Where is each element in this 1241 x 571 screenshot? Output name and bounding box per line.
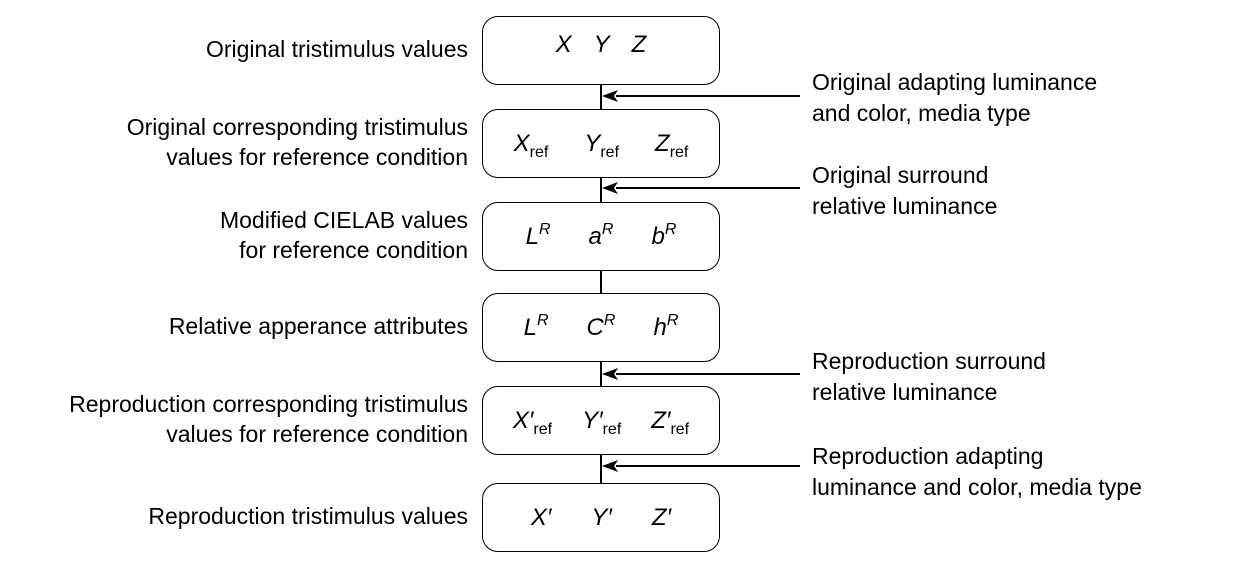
condition-label-reproduction-adapting: Reproduction adapting luminance and color… xyxy=(812,441,1232,503)
flow-connector xyxy=(600,85,602,109)
symbol-base: Y xyxy=(584,129,601,157)
symbol-base: X xyxy=(513,129,530,157)
arrowhead-original-adapting xyxy=(602,90,618,102)
condition-label-line: Original surround xyxy=(812,162,989,188)
symbol-base: b xyxy=(651,222,665,250)
stage-label-line: Original corresponding tristimulus xyxy=(126,113,468,140)
arrowhead-original-surround xyxy=(602,182,618,194)
condition-label-line: relative luminance xyxy=(812,379,998,405)
symbol-base: Y xyxy=(593,31,610,58)
stage-symbol: Z′ref xyxy=(651,406,690,438)
stage-symbol: X xyxy=(556,31,572,59)
stage-label-line: values for reference condition xyxy=(166,143,468,170)
condition-label-original-adapting: Original adapting luminance and color, me… xyxy=(812,67,1232,129)
stage-label-line: for reference condition xyxy=(239,236,468,263)
flow-connector xyxy=(600,455,602,483)
stage-symbol: Yref xyxy=(584,129,620,161)
symbol-base: Z′ xyxy=(651,406,671,434)
symbol-subscript: ref xyxy=(533,420,553,438)
stage-symbol: X′ref xyxy=(512,406,553,438)
symbol-subscript: ref xyxy=(670,420,690,438)
stage-label-modified-cielab: Modified CIELAB values for reference cond… xyxy=(8,205,468,265)
symbol-superscript: R xyxy=(601,220,614,238)
symbol-base: X xyxy=(555,31,572,58)
stage-label-original-corresponding: Original corresponding tristimulus values… xyxy=(8,112,468,172)
stage-label-line: values for reference condition xyxy=(166,420,468,447)
stage-label-relative-appearance: Relative apperance attributes xyxy=(8,311,468,341)
symbol-superscript: R xyxy=(666,311,679,329)
symbol-superscript: R xyxy=(536,311,549,329)
stage-symbol: Y′ref xyxy=(582,406,622,438)
stage-label-line: Modified CIELAB values xyxy=(219,206,468,233)
condition-label-line: Reproduction surround xyxy=(812,348,1046,374)
symbol-superscript: R xyxy=(603,311,616,329)
symbol-base: a xyxy=(588,222,602,250)
symbol-superscript: R xyxy=(664,220,677,238)
condition-label-line: Original adapting luminance xyxy=(812,69,1098,95)
symbol-base: L xyxy=(525,222,539,250)
flow-connector xyxy=(600,271,602,293)
symbol-base: C xyxy=(586,313,604,341)
stage-label-original-tristimulus: Original tristimulus values xyxy=(8,34,468,64)
condition-label-line: Reproduction adapting xyxy=(812,443,1044,469)
stage-box-reproduction-tristimulus: X′ Y′ Z′ xyxy=(482,483,720,552)
stage-symbol: Zref xyxy=(655,129,689,161)
symbol-base: Y′ xyxy=(582,406,603,434)
arrowhead-reproduction-adapting xyxy=(602,460,618,472)
stage-symbol: LR xyxy=(525,220,551,251)
stage-symbol: Y′ xyxy=(591,504,612,532)
symbol-base: Z′ xyxy=(651,503,672,531)
stage-symbol: Z xyxy=(632,31,647,59)
arrowhead-reproduction-surround xyxy=(602,368,618,380)
stage-symbol: X′ xyxy=(531,504,552,532)
symbol-base: Z xyxy=(655,129,670,157)
symbol-base: h xyxy=(653,313,667,341)
condition-label-line: relative luminance xyxy=(812,193,998,219)
stage-label-line: Relative apperance attributes xyxy=(168,312,468,339)
symbol-subscript: ref xyxy=(529,143,549,161)
condition-label-reproduction-surround: Reproduction surround relative luminance xyxy=(812,346,1232,408)
flow-connector xyxy=(600,178,602,202)
symbol-base: Y′ xyxy=(591,503,612,531)
stage-label-reproduction-tristimulus: Reproduction tristimulus values xyxy=(8,501,468,531)
condition-label-original-surround: Original surround relative luminance xyxy=(812,160,1232,222)
symbol-superscript: R xyxy=(538,220,551,238)
stage-symbol: aR xyxy=(588,220,614,251)
condition-label-line: and color, media type xyxy=(812,100,1031,126)
symbol-base: L xyxy=(523,313,537,341)
symbol-subscript: ref xyxy=(602,420,622,438)
stage-symbol: CR xyxy=(586,311,616,342)
stage-symbol: Xref xyxy=(513,129,549,161)
stage-symbol: Z′ xyxy=(652,504,671,532)
stage-label-line: Reproduction corresponding tristimulus xyxy=(69,390,468,417)
stage-symbol: Y xyxy=(594,31,610,59)
flow-connector xyxy=(600,362,602,386)
stage-label-reproduction-corresponding: Reproduction corresponding tristimulus va… xyxy=(8,389,468,449)
symbol-base: Z xyxy=(631,31,647,58)
condition-label-line: luminance and color, media type xyxy=(812,474,1142,500)
stage-symbol: bR xyxy=(651,220,677,251)
stage-symbol: hR xyxy=(653,311,679,342)
stage-label-line: Reproduction tristimulus values xyxy=(148,502,468,529)
stage-label-line: Original tristimulus values xyxy=(205,35,468,62)
stage-symbol: LR xyxy=(523,311,549,342)
symbol-base: X′ xyxy=(512,406,534,434)
symbol-base: X′ xyxy=(530,503,552,531)
symbol-subscript: ref xyxy=(669,143,689,161)
stage-symbols: X′ Y′ Z′ xyxy=(483,484,719,551)
symbol-subscript: ref xyxy=(600,143,620,161)
